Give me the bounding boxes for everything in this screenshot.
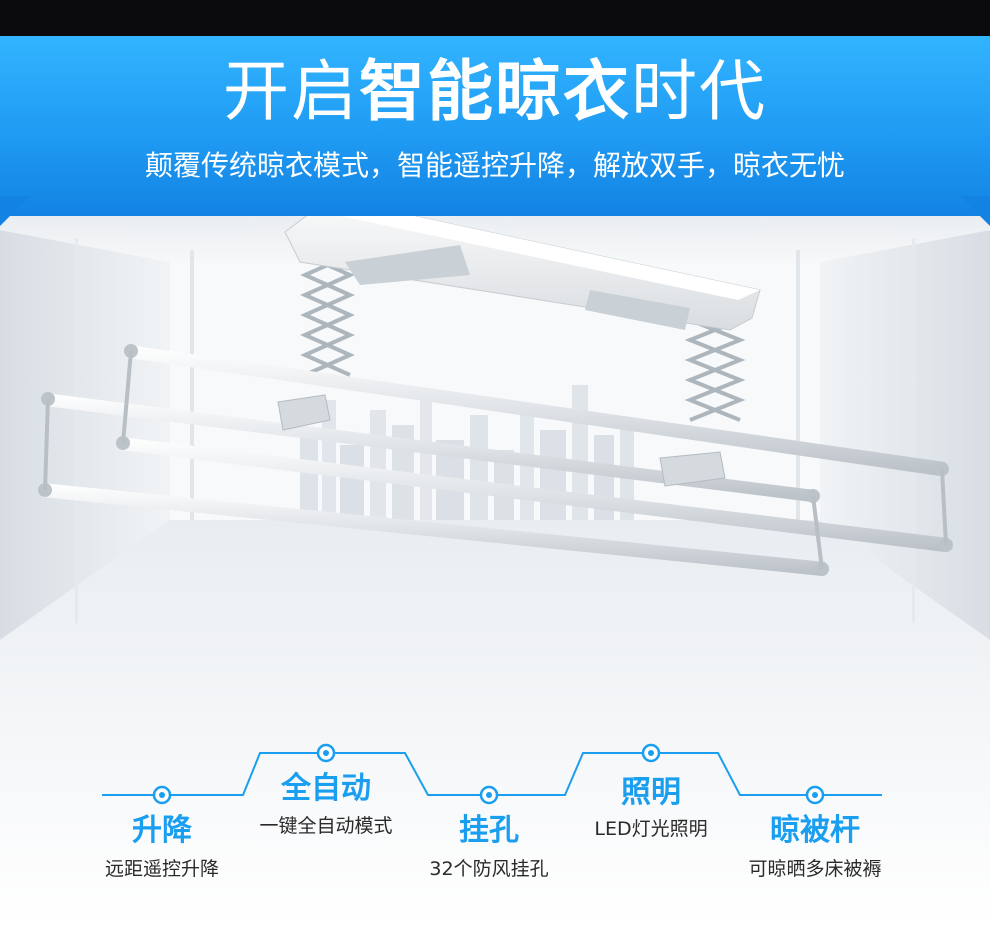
feature-name-auto: 全自动 bbox=[281, 771, 371, 806]
title-part-1: 开启 bbox=[223, 53, 359, 130]
subtitle: 颠覆传统晾衣模式，智能遥控升降，解放双手，晾衣无忧 bbox=[144, 149, 845, 182]
feature-desc-lift: 远距遥控升降 bbox=[104, 858, 219, 880]
main-title: 开启智能晾衣时代 bbox=[0, 48, 990, 136]
feature-desc-holes: 32个防风挂孔 bbox=[429, 858, 549, 880]
feature-desc-auto: 一键全自动模式 bbox=[259, 815, 393, 837]
room-scene bbox=[0, 200, 990, 927]
feature-name-quilt-rod: 晾被杆 bbox=[770, 813, 860, 848]
title-part-bold: 智能晾衣 bbox=[359, 53, 631, 130]
timeline-node-4 bbox=[641, 743, 661, 763]
feature-desc-light: LED灯光照明 bbox=[594, 818, 708, 840]
timeline-node-1 bbox=[152, 785, 172, 805]
timeline-node-5 bbox=[805, 785, 825, 805]
banner-corner-left bbox=[0, 196, 30, 226]
top-dark-bar bbox=[0, 0, 990, 36]
banner-corner-right bbox=[960, 196, 990, 226]
control-housing bbox=[284, 200, 761, 331]
timeline-node-3 bbox=[479, 785, 499, 805]
title-banner bbox=[0, 36, 990, 216]
scissor-lift-right bbox=[684, 318, 746, 422]
title-part-2: 时代 bbox=[631, 53, 767, 130]
timeline-node-2 bbox=[316, 743, 336, 763]
feature-name-lift: 升降 bbox=[132, 813, 192, 848]
feature-name-holes: 挂孔 bbox=[459, 813, 519, 848]
feature-name-light: 照明 bbox=[621, 775, 681, 810]
feature-timeline bbox=[102, 743, 882, 805]
scissor-lift-left bbox=[300, 253, 355, 377]
feature-desc-quilt-rod: 可晾晒多床被褥 bbox=[748, 858, 882, 880]
drying-rods bbox=[38, 344, 953, 576]
